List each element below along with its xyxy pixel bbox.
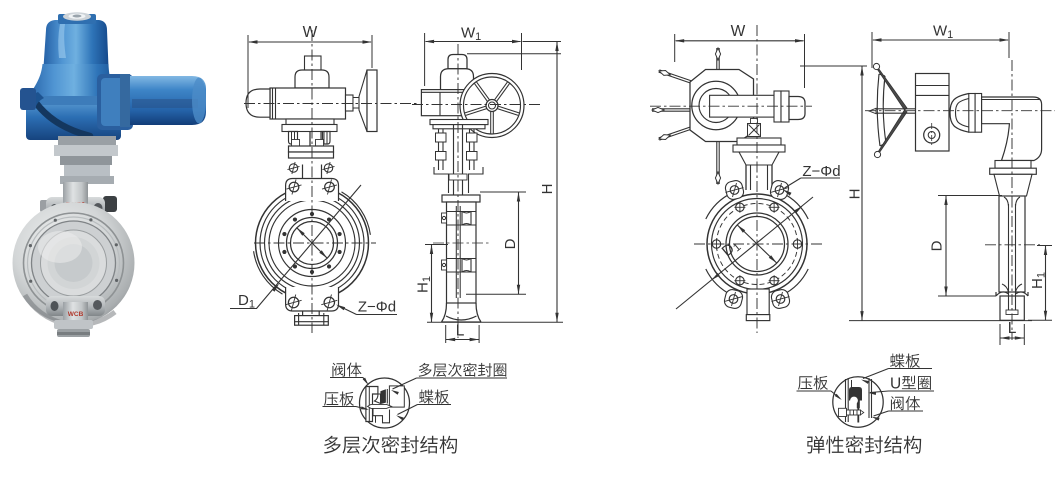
svg-text:H: H: [539, 184, 556, 195]
svg-text:Z−Φd: Z−Φd: [802, 163, 840, 180]
svg-text:W: W: [303, 24, 318, 41]
svg-text:Z−Φd: Z−Φd: [358, 299, 396, 316]
svg-text:D: D: [502, 238, 519, 249]
svg-text:U: U: [890, 376, 901, 393]
svg-text:D: D: [929, 240, 946, 251]
svg-text:W: W: [731, 23, 746, 40]
svg-text:WCB: WCB: [68, 311, 84, 318]
svg-text:H: H: [847, 189, 864, 200]
svg-text:L: L: [456, 323, 465, 340]
